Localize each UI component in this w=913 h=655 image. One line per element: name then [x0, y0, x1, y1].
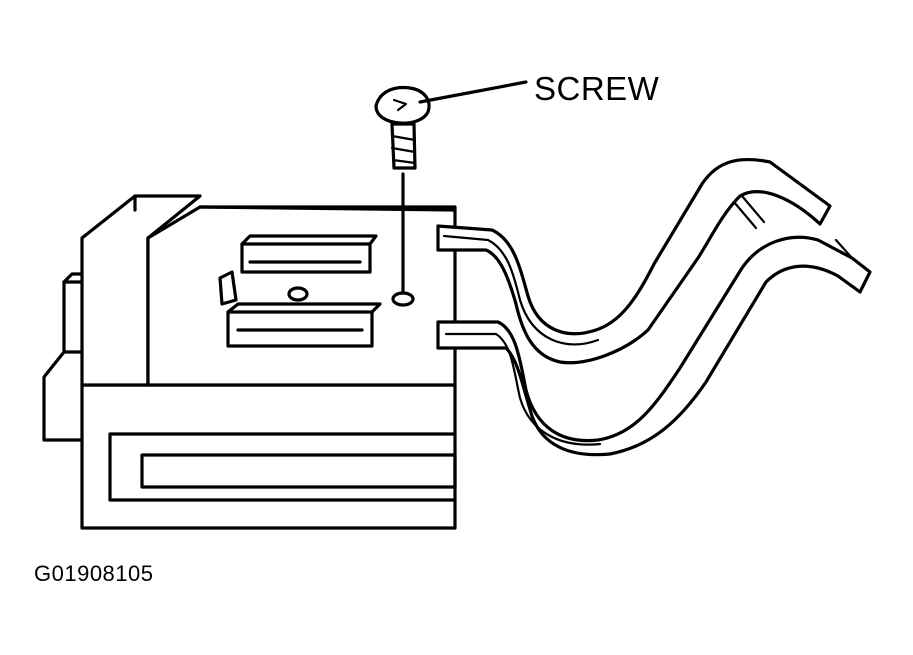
screw-callout-label: SCREW — [534, 70, 660, 107]
module-housing — [80, 194, 457, 530]
wiring-harness — [436, 157, 872, 457]
figure-id: G01908105 — [34, 561, 154, 586]
terminal-tabs — [218, 234, 382, 348]
callout-leader — [418, 80, 528, 104]
screw — [374, 85, 431, 294]
